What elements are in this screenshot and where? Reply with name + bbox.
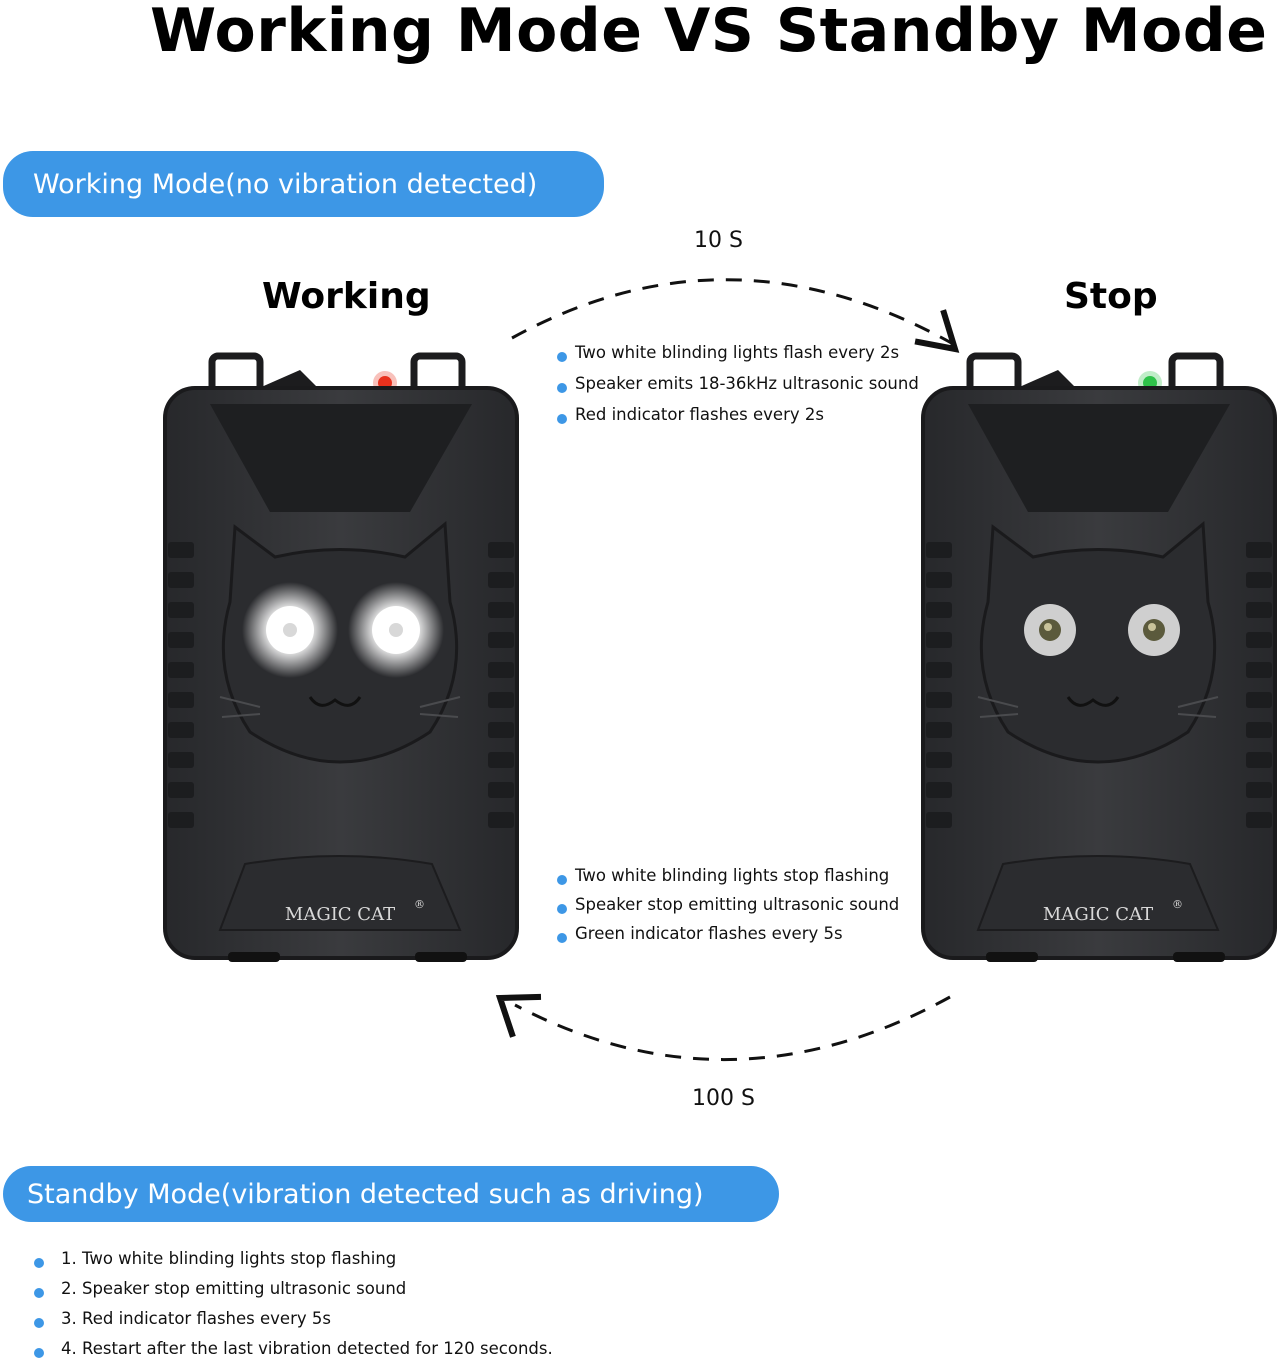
cat-face-icon <box>977 520 1219 764</box>
list-item-text: Red indicator flashes every 2s <box>575 405 824 424</box>
list-item: 4. Restart after the last vibration dete… <box>34 1338 553 1368</box>
registered-mark: ® <box>1172 898 1183 911</box>
standby-mode-pill-label: Standby Mode(vibration detected such as … <box>27 1178 704 1210</box>
list-item: 3. Red indicator flashes every 5s <box>34 1308 553 1338</box>
standby-mode-pill: Standby Mode(vibration detected such as … <box>3 1166 779 1222</box>
list-item-text: Two white blinding lights flash every 2s <box>575 343 900 362</box>
bullet-dot-icon <box>557 382 567 393</box>
bottom-dashed-arc <box>514 995 951 1061</box>
arrow-head-icon <box>495 993 542 1038</box>
working-label: Working <box>262 276 431 317</box>
bullet-dot-icon <box>557 903 567 914</box>
bullet-dot-icon <box>557 413 567 424</box>
device-stop: MAGIC CAT ® <box>921 352 1277 962</box>
list-item: 2. Speaker stop emitting ultrasonic soun… <box>34 1278 553 1308</box>
list-item-text: 1. Two white blinding lights stop flashi… <box>61 1249 397 1268</box>
standby-features-list: 1. Two white blinding lights stop flashi… <box>34 1248 553 1368</box>
list-item: Green indicator flashes every 5s <box>557 923 899 952</box>
list-item-text: Two white blinding lights stop flashing <box>575 866 890 885</box>
working-mode-pill-label: Working Mode(no vibration detected) <box>33 168 538 200</box>
bullet-dot-icon <box>34 1288 44 1298</box>
device-working: MAGIC CAT ® <box>163 352 519 962</box>
bullet-dot-icon <box>557 351 567 362</box>
list-item: Red indicator flashes every 2s <box>557 403 919 434</box>
bullet-dot-icon <box>34 1258 44 1268</box>
timer-10s: 10 S <box>694 228 743 253</box>
page-title: Working Mode VS Standby Mode <box>150 0 1268 66</box>
bullet-dot-icon <box>557 874 567 885</box>
bullet-dot-icon <box>557 932 567 943</box>
working-features-list: Two white blinding lights flash every 2s… <box>557 341 919 434</box>
list-item-text: Speaker emits 18-36kHz ultrasonic sound <box>575 374 919 393</box>
top-dashed-arc <box>511 278 956 347</box>
brand-logo: MAGIC CAT <box>285 904 395 925</box>
list-item-text: 2. Speaker stop emitting ultrasonic soun… <box>61 1279 407 1298</box>
list-item: Two white blinding lights flash every 2s <box>557 341 919 372</box>
list-item-text: 3. Red indicator flashes every 5s <box>61 1309 331 1328</box>
registered-mark: ® <box>414 898 425 911</box>
list-item: Two white blinding lights stop flashing <box>557 865 899 894</box>
list-item: Speaker stop emitting ultrasonic sound <box>557 894 899 923</box>
list-item: 1. Two white blinding lights stop flashi… <box>34 1248 553 1278</box>
list-item-text: Green indicator flashes every 5s <box>575 924 843 943</box>
list-item: Speaker emits 18-36kHz ultrasonic sound <box>557 372 919 403</box>
brand-logo: MAGIC CAT <box>1043 904 1153 925</box>
timer-100s: 100 S <box>692 1086 755 1111</box>
arrow-head-icon <box>914 309 960 353</box>
bullet-dot-icon <box>34 1348 44 1358</box>
working-mode-pill: Working Mode(no vibration detected) <box>3 151 604 217</box>
list-item-text: Speaker stop emitting ultrasonic sound <box>575 895 900 914</box>
list-item-text: 4. Restart after the last vibration dete… <box>61 1339 553 1358</box>
stop-features-list: Two white blinding lights stop flashing … <box>557 865 899 952</box>
stop-label: Stop <box>1064 276 1158 317</box>
bullet-dot-icon <box>34 1318 44 1328</box>
